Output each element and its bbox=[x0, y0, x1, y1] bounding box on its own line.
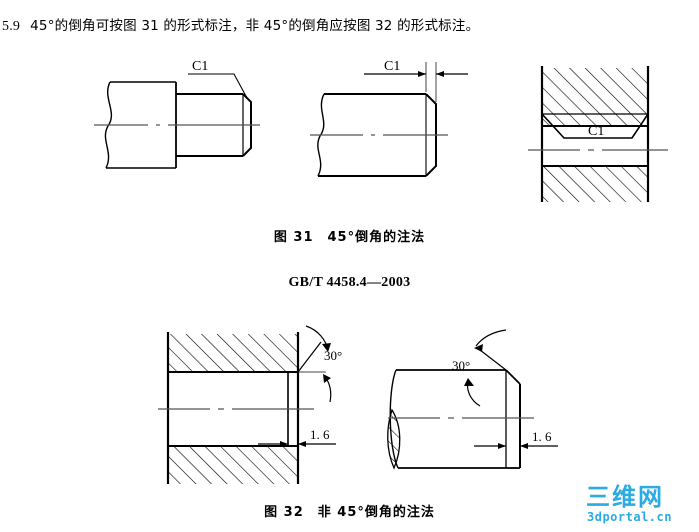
figure-31-drawing-cylinder: C1 bbox=[308, 56, 488, 196]
leader-line bbox=[188, 73, 248, 99]
figure-31-caption: 图 31 45°倒角的注法 bbox=[0, 226, 699, 245]
figure-32-title: 非 45°倒角的注法 bbox=[317, 505, 435, 520]
chamfer-label-c1: C1 bbox=[384, 59, 400, 74]
section-hatching bbox=[542, 166, 648, 202]
figure-31-drawing-bore: C1 bbox=[528, 58, 678, 203]
dimension-arrow bbox=[436, 71, 444, 77]
clause-number: 5.9 bbox=[2, 19, 21, 34]
dimension-arrow bbox=[418, 71, 426, 77]
section-hatching bbox=[387, 410, 400, 468]
figure-31-title: 45°倒角的注法 bbox=[327, 230, 426, 245]
chamfer-label-c1: C1 bbox=[588, 124, 604, 139]
site-watermark: 三维网 3dportal.cn bbox=[586, 484, 692, 528]
watermark-chinese-text: 三维网 bbox=[586, 483, 664, 511]
angular-arrow bbox=[322, 343, 331, 352]
angular-arrow bbox=[323, 374, 331, 383]
figure-32-caption: 图 32 非 45°倒角的注法 bbox=[0, 501, 699, 520]
angular-arrow bbox=[464, 378, 474, 386]
figure-32-drawing-bore: 30° 1. 6 bbox=[158, 322, 368, 492]
clause-text: 45°的倒角可按图 31 的形式标注，非 45°的倒角应按图 32 的形式标注。 bbox=[30, 18, 480, 34]
break-line bbox=[317, 93, 325, 177]
chamfer-label-c1: C1 bbox=[192, 59, 208, 74]
dimension-arrow bbox=[298, 441, 306, 447]
watermark-latin-text: 3dportal.cn bbox=[587, 510, 672, 524]
section-hatching bbox=[542, 68, 648, 126]
section-hatching bbox=[168, 334, 298, 372]
angle-label-30deg: 30° bbox=[452, 358, 470, 373]
break-line bbox=[104, 81, 113, 169]
figure-31-label: 图 31 bbox=[273, 230, 314, 245]
clause-paragraph: 5.9 45°的倒角可按图 31 的形式标注，非 45°的倒角应按图 32 的形式… bbox=[2, 14, 692, 35]
figure-32-drawing-shaft: 30° 1. 6 bbox=[387, 328, 578, 493]
dimension-arrow bbox=[498, 443, 506, 449]
dimension-arrow bbox=[280, 441, 288, 447]
section-hatching bbox=[168, 446, 298, 484]
angular-arrow bbox=[474, 344, 483, 352]
standard-number: GB/T 4458.4—2003 bbox=[288, 275, 411, 290]
length-label-1-6: 1. 6 bbox=[532, 429, 552, 444]
figure-32-label: 图 32 bbox=[264, 505, 304, 520]
length-label-1-6: 1. 6 bbox=[310, 427, 330, 442]
figure-31-drawing-stepped-shaft: C1 bbox=[88, 52, 288, 197]
angle-label-30deg: 30° bbox=[324, 348, 342, 363]
dimension-arrow bbox=[520, 443, 528, 449]
internal-chamfer bbox=[541, 113, 649, 139]
